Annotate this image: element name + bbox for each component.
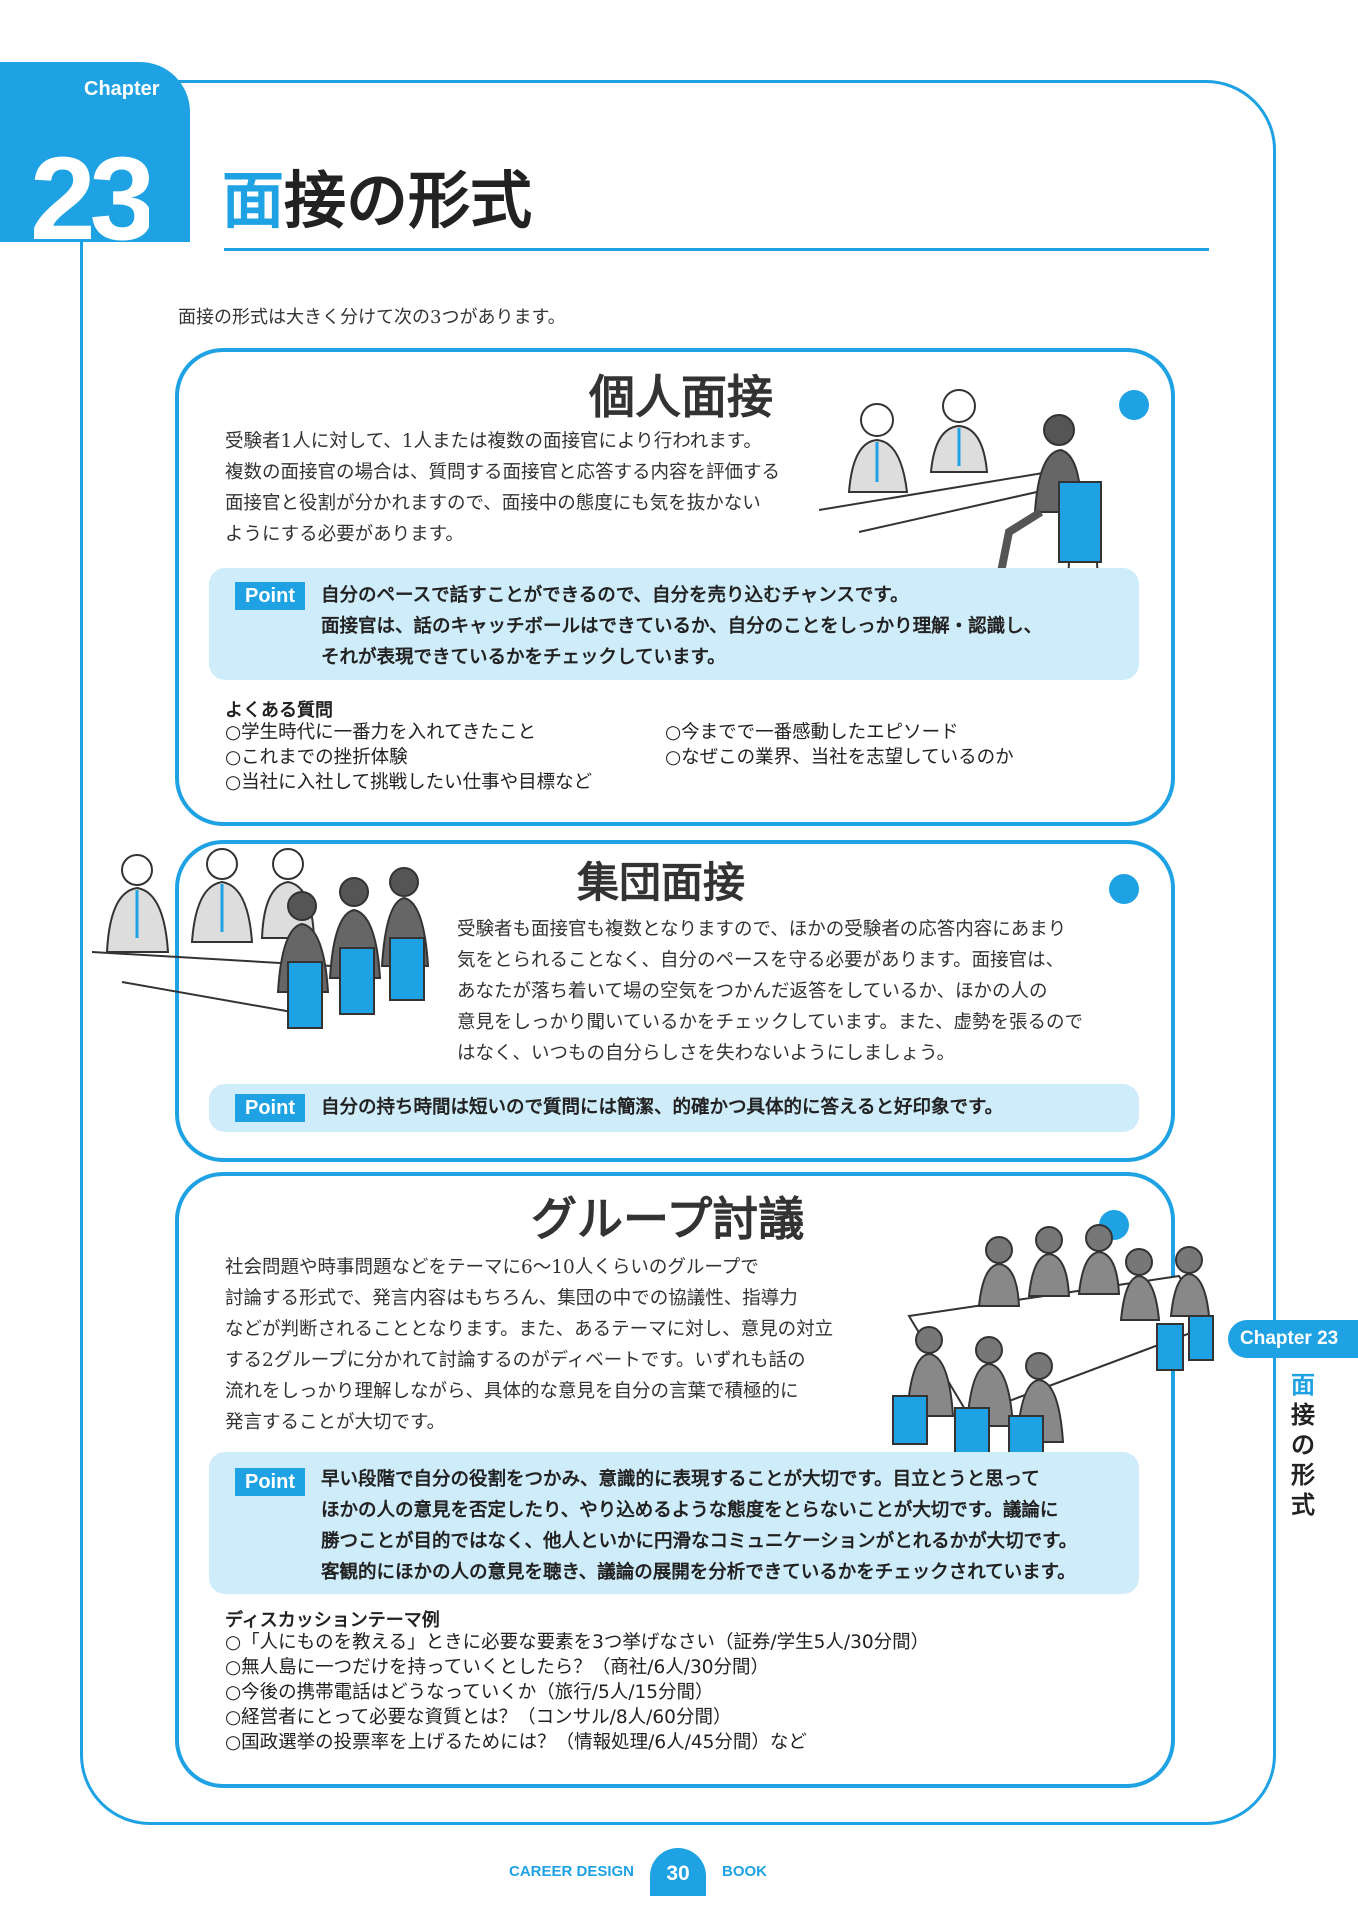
point-line: 面接官は、話のキャッチボールはできているか、自分のことをしっかり理解・認識し、 <box>321 616 1043 637</box>
body-line: あなたが落ち着いて場の空気をつかんだ返答をしているか、ほかの人の <box>457 981 1048 1002</box>
theme-item: ○「人にものを教える」ときに必要な要素を3つ挙げなさい（証券/学生5人/30分間… <box>225 1632 930 1653</box>
point-line: 客観的にほかの人の意見を聴き、議論の展開を分析できているかをチェックされています… <box>321 1562 1076 1583</box>
page-title-first-char: 面 <box>222 164 285 237</box>
body-line: はなく、いつもの自分らしさを失わないようにしましょう。 <box>457 1043 956 1064</box>
side-char: 面 <box>1291 1371 1315 1399</box>
body-line: する2グループに分かれて討論するのがディベートです。いずれも話の <box>225 1350 806 1371</box>
themes-title: ディスカッションテーマ例 <box>225 1610 440 1631</box>
point-line: 自分の持ち時間は短いので質問には簡潔、的確かつ具体的に答えると好印象です。 <box>321 1097 1004 1118</box>
section-body: 社会問題や時事問題などをテーマに6～10人くらいのグループで 討論する形式で、発… <box>225 1252 833 1438</box>
section-dot <box>1109 874 1139 904</box>
point-line: 自分のペースで話すことができるので、自分を売り込むチャンスです。 <box>321 585 909 606</box>
side-chapter-tab: Chapter 23 <box>1228 1320 1358 1358</box>
intro-text: 面接の形式は大きく分けて次の3つがあります。 <box>178 307 566 328</box>
point-badge: Point <box>235 1094 305 1122</box>
faq-list-left: ○学生時代に一番力を入れてきたこと ○これまでの挫折体験 ○当社に入社して挑戦し… <box>225 720 592 795</box>
body-line: 気をとられることなく、自分のペースを守る必要があります。面接官は、 <box>457 950 1065 971</box>
faq-item: ○なぜこの業界、当社を志望しているのか <box>665 747 1014 768</box>
page-frame <box>80 80 1276 1825</box>
point-line: 勝つことが目的ではなく、他人といかに円滑なコミュニケーションがとれるかが大切です… <box>321 1531 1078 1552</box>
body-line: 複数の面接官の場合は、質問する面接官と応答する内容を評価する <box>225 462 781 483</box>
section-body: 受験者も面接官も複数となりますので、ほかの受験者の応答内容にあまり 気をとられる… <box>457 914 1083 1069</box>
page-title: 面接の形式 <box>222 170 532 232</box>
faq-item: ○今までで一番感動したエピソード <box>665 722 959 743</box>
body-line: 討論する形式で、発言内容はもちろん、集団の中での協議性、指導力 <box>225 1288 798 1309</box>
side-char: 式 <box>1291 1491 1315 1519</box>
section-individual: 個人面接 受験者1人に対して、1人または複数の面接官により行われます。 複数の面… <box>175 348 1175 826</box>
body-line: 社会問題や時事問題などをテーマに6～10人くらいのグループで <box>225 1257 759 1278</box>
chapter-number: 23 <box>30 140 150 242</box>
side-char: の <box>1291 1431 1315 1459</box>
body-line: 流れをしっかり理解しながら、具体的な意見を自分の言葉で積極的に <box>225 1381 799 1402</box>
point-line: ほかの人の意見を否定したり、やり込めるような態度をとらないことが大切です。議論に <box>321 1500 1059 1521</box>
faq-title: よくある質問 <box>225 700 333 721</box>
section-title: 個人面接 <box>589 370 773 424</box>
point-badge: Point <box>235 582 305 610</box>
chapter-label: Chapter <box>84 78 160 100</box>
chapter-tab <box>0 62 190 242</box>
theme-item: ○今後の携帯電話はどうなっていくか（旅行/5人/15分間） <box>225 1682 714 1703</box>
section-dot <box>1119 390 1149 420</box>
page-title-rest: 接の形式 <box>284 164 533 237</box>
side-char: 接 <box>1291 1401 1315 1429</box>
footer-left: CAREER DESIGN <box>509 1863 635 1880</box>
interview-illustration-group <box>92 848 430 1029</box>
body-line: ようにする必要があります。 <box>225 524 464 545</box>
body-line: 発言することが大切です。 <box>225 1412 446 1433</box>
theme-item: ○経営者にとって必要な資質とは？（コンサル/8人/60分間） <box>225 1707 732 1728</box>
title-underline <box>224 248 1209 251</box>
section-discussion: グループ討議 社会問題や時事問題などをテーマに6～10人くらいのグループで 討論… <box>175 1172 1214 1788</box>
point-text: 早い段階で自分の役割をつかみ、意識的に表現することが大切です。目立とうと思って … <box>321 1464 1077 1588</box>
theme-item: ○国政選挙の投票率を上げるためには？（情報処理/6人/45分間）など <box>225 1732 807 1753</box>
page-number: 30 <box>650 1848 706 1896</box>
faq-list-right: ○今までで一番感動したエピソード ○なぜこの業界、当社を志望しているのか <box>665 720 1014 770</box>
point-badge: Point <box>235 1468 305 1496</box>
point-text: 自分のペースで話すことができるので、自分を売り込むチャンスです。 面接官は、話の… <box>321 580 1042 673</box>
point-box: Point 自分のペースで話すことができるので、自分を売り込むチャンスです。 面… <box>209 568 1139 680</box>
section-title: 集団面接 <box>577 858 746 907</box>
point-box: Point 早い段階で自分の役割をつかみ、意識的に表現することが大切です。目立と… <box>209 1452 1139 1594</box>
themes-list: ○「人にものを教える」ときに必要な要素を3つ挙げなさい（証券/学生5人/30分間… <box>225 1630 929 1755</box>
point-line: それが表現できているかをチェックしています。 <box>321 647 726 668</box>
side-vertical-title: 面 接 の 形 式 <box>1290 1370 1316 1520</box>
footer-right: BOOK <box>722 1863 767 1880</box>
interview-illustration-individual <box>819 389 1102 603</box>
faq-item: ○これまでの挫折体験 <box>225 747 408 768</box>
faq-item: ○学生時代に一番力を入れてきたこと <box>225 722 537 743</box>
interview-illustration-discussion <box>892 1224 1214 1463</box>
body-line: 面接官と役割が分かれますので、面接中の態度にも気を抜かない <box>225 493 761 514</box>
faq-item: ○当社に入社して挑戦したい仕事や目標など <box>225 772 593 793</box>
point-line: 早い段階で自分の役割をつかみ、意識的に表現することが大切です。目立とうと思って <box>321 1469 1040 1490</box>
body-line: 受験者1人に対して、1人または複数の面接官により行われます。 <box>225 431 762 452</box>
body-line: などが判断されることとなります。また、あるテーマに対し、意見の対立 <box>225 1319 834 1340</box>
theme-item: ○無人島に一つだけを持っていくとしたら？（商社/6人/30分間） <box>225 1657 769 1678</box>
section-title: グループ討議 <box>531 1192 805 1246</box>
point-text: 自分の持ち時間は短いので質問には簡潔、的確かつ具体的に答えると好印象です。 <box>321 1092 1003 1123</box>
body-line: 意見をしっかり聞いているかをチェックしています。また、虚勢を張るので <box>457 1012 1084 1033</box>
side-char: 形 <box>1291 1461 1315 1489</box>
section-body: 受験者1人に対して、1人または複数の面接官により行われます。 複数の面接官の場合… <box>225 426 780 550</box>
body-line: 受験者も面接官も複数となりますので、ほかの受験者の応答内容にあまり <box>457 919 1067 940</box>
point-box: Point 自分の持ち時間は短いので質問には簡潔、的確かつ具体的に答えると好印象… <box>209 1084 1139 1132</box>
